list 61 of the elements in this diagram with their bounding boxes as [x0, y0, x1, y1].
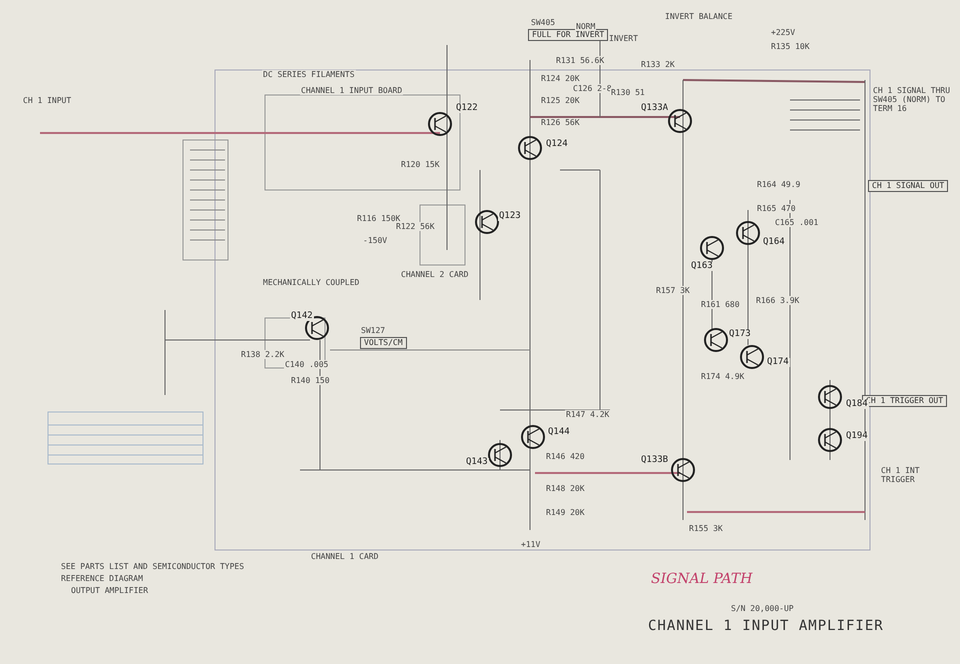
component-label: CHANNEL 2 CARD	[400, 270, 470, 279]
component-label: Q133A	[640, 104, 670, 113]
component-label: R124 20K	[540, 74, 581, 83]
component-label: Q144	[547, 428, 571, 437]
component-label: Q143	[465, 458, 489, 467]
component-label: +11V	[520, 540, 542, 549]
component-label: R116 150K	[356, 214, 402, 223]
component-label: R135 10K	[770, 42, 811, 51]
component-label: -150V	[362, 236, 388, 245]
component-label: Q124	[545, 140, 569, 149]
component-label: R166 3.9K	[755, 296, 800, 305]
component-label: R120 15K	[400, 160, 441, 169]
component-label: R125 20K	[540, 96, 581, 105]
component-label: Q194	[845, 432, 869, 441]
component-label: R138 2.2K	[240, 350, 286, 359]
component-label: REFERENCE DIAGRAM	[60, 574, 144, 583]
component-label: SEE PARTS LIST AND SEMICONDUCTOR TYPES	[60, 562, 246, 571]
component-label: R174 4.9K	[700, 372, 746, 381]
component-label: R133 2K	[640, 60, 676, 69]
component-label: INVERT BALANCE	[664, 12, 734, 21]
component-label: INVERT	[608, 34, 639, 43]
component-label: SW405	[530, 18, 556, 27]
component-label: Q142	[290, 312, 314, 321]
component-label: R147 4.2K	[565, 410, 610, 419]
component-label: C140 .005	[284, 360, 330, 369]
component-label: OUTPUT AMPLIFIER	[70, 586, 150, 595]
component-label: DC SERIES FILAMENTS	[262, 70, 356, 79]
component-label: R149 20K	[545, 508, 586, 517]
component-label: Q184	[845, 400, 869, 409]
component-label: R146 420	[545, 452, 586, 461]
component-label: Q174	[766, 358, 790, 367]
component-label: R122 56K	[395, 222, 436, 231]
component-label: CHANNEL 1 INPUT BOARD	[300, 86, 404, 95]
component-label: Q173	[728, 330, 752, 339]
component-label: Q164	[762, 238, 786, 247]
output-connector-label: CH 1 SIGNAL OUT	[868, 180, 948, 192]
component-label: R155 3K	[688, 524, 724, 533]
component-label: +225V	[770, 28, 796, 37]
component-label: Q123	[498, 212, 522, 221]
component-label: R148 20K	[545, 484, 586, 493]
component-label: MECHANICALLY COUPLED	[262, 278, 360, 287]
component-label: R131 56.6K	[555, 56, 606, 65]
serial-number-note: S/N 20,000-UP	[730, 604, 795, 613]
switch-position-label: FULL FOR INVERT	[528, 29, 608, 41]
component-label: C165 .001	[774, 218, 820, 227]
component-label: R157 3K	[655, 286, 691, 295]
component-label: R140 150	[290, 376, 331, 385]
component-label: Q133B	[640, 456, 670, 465]
component-label: CH 1 INPUT	[22, 96, 72, 105]
component-label: NORM	[575, 22, 596, 31]
component-label: Q122	[455, 104, 479, 113]
component-label: R126 56K	[540, 118, 581, 127]
component-label: Q163	[690, 262, 714, 271]
switch-label: VOLTS/CM	[360, 337, 407, 349]
component-label: R161 680	[700, 300, 741, 309]
component-label: SW127	[360, 326, 386, 335]
component-label: CHANNEL 1 CARD	[310, 552, 380, 561]
component-label: R130 51	[610, 88, 646, 97]
handwritten-note: SIGNAL PATH	[650, 575, 754, 584]
component-label: R164 49.9	[756, 180, 802, 189]
component-label: R165 470	[756, 204, 797, 213]
